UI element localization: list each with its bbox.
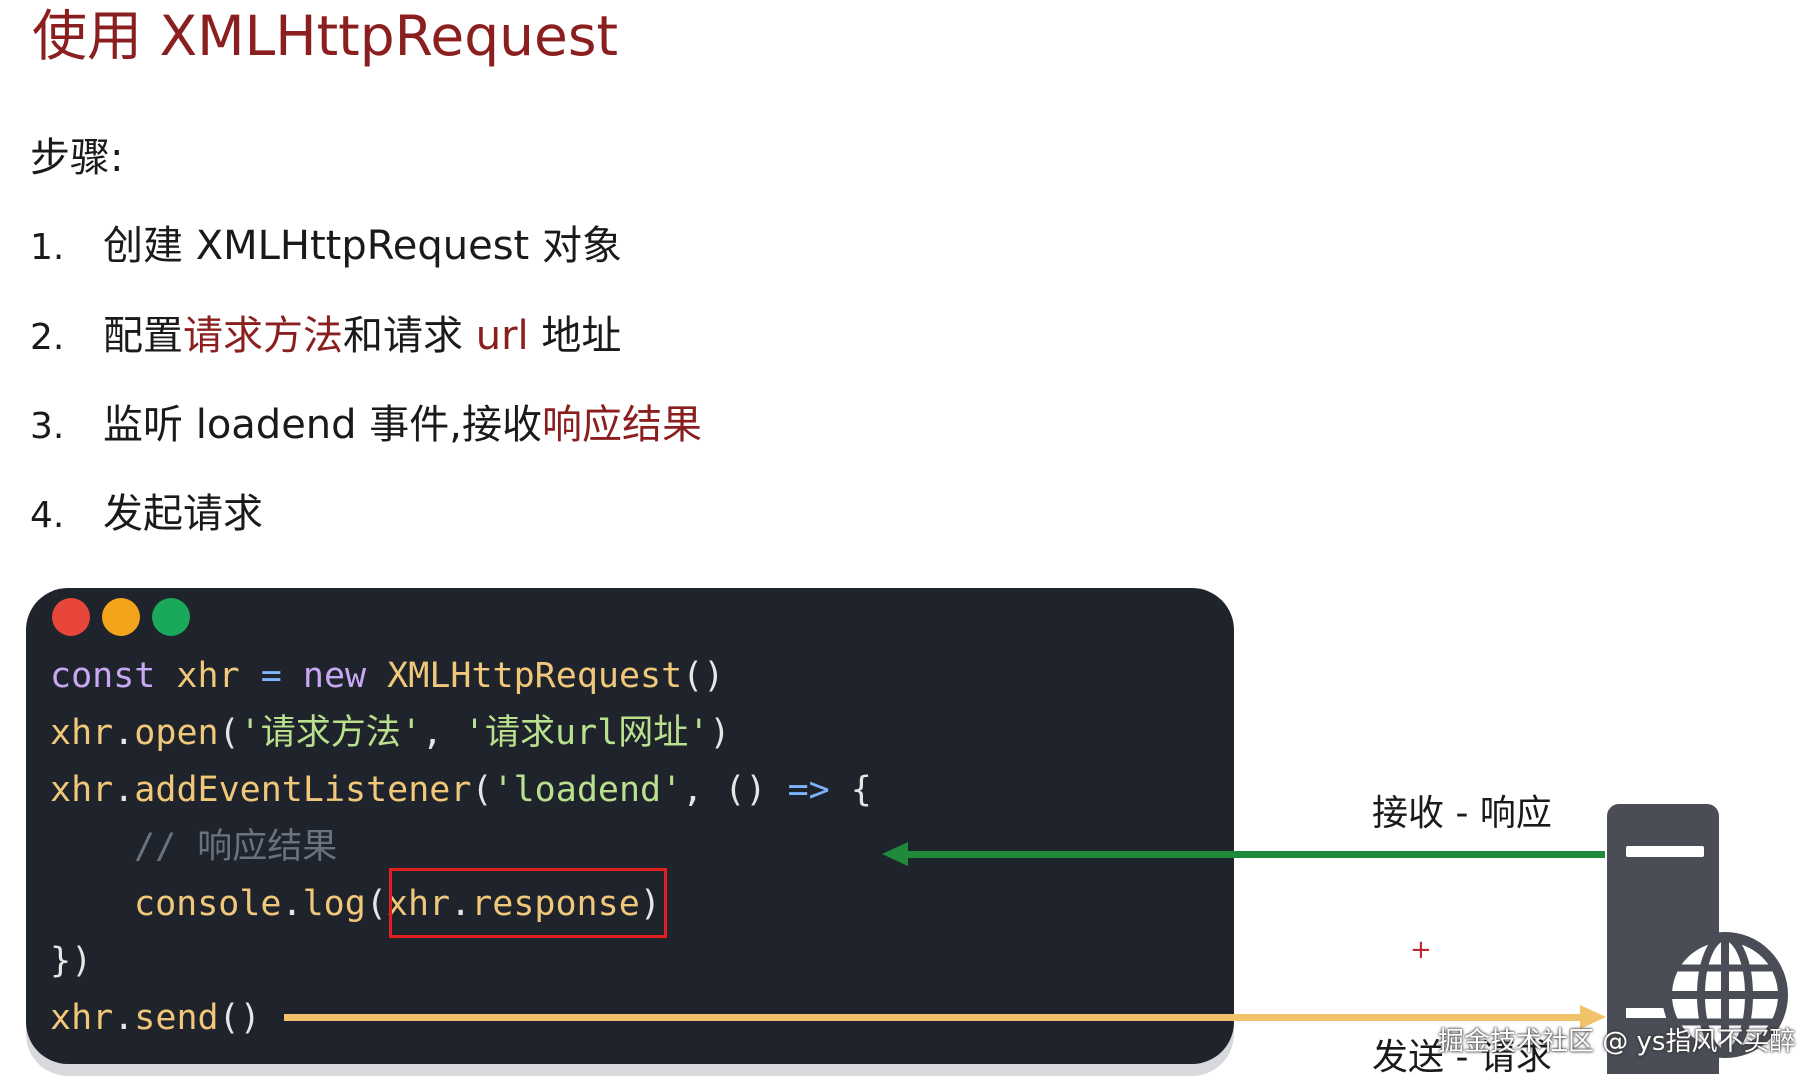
code-variable: xhr	[50, 998, 114, 1038]
code-line-4: // 响应结果	[134, 822, 337, 872]
code-string: 'loadend'	[492, 770, 683, 810]
response-highlight-box	[389, 868, 667, 938]
step-text-highlight: 响应结果	[541, 402, 702, 448]
watermark: 掘金技术社区 @ ys指风不买醉	[1438, 1027, 1796, 1057]
step-text: 和请求	[343, 313, 476, 359]
server-slot	[1626, 846, 1704, 857]
send-request-label: 发送 - 请求	[1372, 1037, 1552, 1078]
step-number: 4.	[30, 495, 65, 536]
code-function: addEventListener	[134, 770, 472, 810]
plus-marker: +	[1410, 935, 1432, 965]
step-text: 监听 loadend 事件,接收	[103, 402, 542, 448]
steps-heading: 步骤:	[30, 135, 124, 181]
code-line-1: const xhr = new XMLHttpRequest()	[50, 651, 724, 701]
step-number: 3.	[30, 406, 65, 447]
code-punctuation: {	[829, 770, 872, 810]
step-3: 3. 监听 loadend 事件,接收响应结果	[30, 395, 702, 457]
code-punctuation: .	[450, 884, 472, 924]
code-operator: =	[239, 656, 282, 696]
receive-arrow-head	[882, 842, 908, 866]
receive-arrow	[905, 851, 1605, 858]
code-line-2: xhr.open('请求方法', '请求url网址')	[50, 708, 730, 758]
receive-response-label: 接收 - 响应	[1372, 793, 1552, 834]
code-punctuation: .	[113, 713, 135, 753]
step-1: 1. 创建 XMLHttpRequest 对象	[30, 216, 622, 278]
step-number: 2.	[30, 317, 65, 358]
code-class: XMLHttpRequest	[366, 656, 683, 696]
step-text: 配置	[103, 313, 183, 359]
code-function: console	[134, 884, 282, 924]
code-punctuation: .	[113, 998, 135, 1038]
code-function: open	[134, 713, 219, 753]
code-punctuation: })	[50, 941, 93, 981]
step-4: 4. 发起请求	[30, 484, 263, 546]
send-arrow	[284, 1014, 1584, 1021]
server-slot	[1626, 1008, 1666, 1018]
step-text-highlight: 请求方法	[183, 313, 343, 359]
code-punctuation: .	[113, 770, 135, 810]
step-text: 创建 XMLHttpRequest 对象	[103, 223, 622, 269]
code-comment: // 响应结果	[134, 827, 338, 867]
code-keyword: const	[50, 656, 156, 696]
page-title: 使用 XMLHttpRequest	[32, 4, 619, 68]
code-punctuation: ,	[421, 713, 464, 753]
code-variable: xhr	[50, 770, 114, 810]
step-text-highlight: url	[475, 313, 529, 359]
code-punctuation: ,	[682, 770, 725, 810]
code-punctuation: (	[365, 884, 387, 924]
step-2: 2. 配置请求方法和请求 url 地址	[30, 306, 621, 368]
code-function: log	[302, 884, 366, 924]
code-variable: xhr	[155, 656, 240, 696]
code-line-6: })	[50, 936, 92, 986]
code-line-7: xhr.send()	[50, 993, 261, 1043]
code-punctuation: ()	[724, 770, 767, 810]
code-punctuation: ()	[682, 656, 725, 696]
code-punctuation: ()	[218, 998, 261, 1038]
globe-icon	[1662, 932, 1788, 1058]
code-punctuation: .	[281, 884, 303, 924]
step-text: 地址	[528, 313, 622, 359]
window-maximize-dot	[152, 598, 190, 636]
window-minimize-dot	[102, 598, 140, 636]
code-string: '请求方法'	[239, 713, 422, 753]
code-punctuation: )	[709, 713, 731, 753]
window-close-dot	[52, 598, 90, 636]
code-window	[26, 588, 1234, 1064]
code-punctuation: (	[471, 770, 493, 810]
code-variable: xhr	[50, 713, 114, 753]
code-function: send	[134, 998, 219, 1038]
code-line-5: console.log(xhr.response)	[134, 879, 661, 929]
code-punctuation: (	[218, 713, 240, 753]
code-operator: =>	[766, 770, 830, 810]
code-variable: xhr	[386, 884, 451, 924]
code-keyword: new	[281, 656, 367, 696]
code-property: response	[471, 884, 640, 924]
send-arrow-head	[1580, 1005, 1606, 1029]
step-text: 发起请求	[103, 491, 263, 537]
code-string: '请求url网址'	[463, 713, 710, 753]
code-punctuation: )	[639, 884, 661, 924]
code-line-3: xhr.addEventListener('loadend', () => {	[50, 765, 872, 815]
step-number: 1.	[30, 227, 65, 268]
